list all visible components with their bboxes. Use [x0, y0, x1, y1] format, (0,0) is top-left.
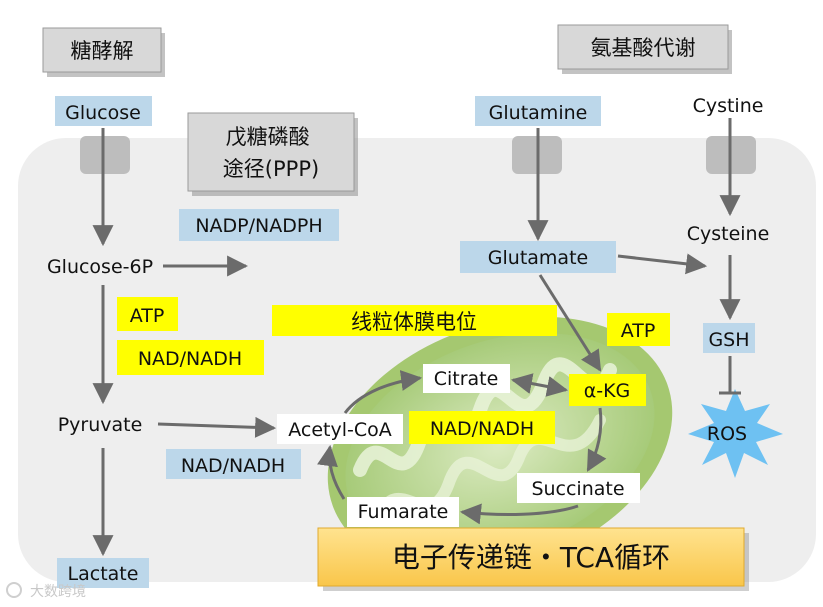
acetyl-coa-label: Acetyl-CoA: [288, 419, 392, 441]
nad-nadh-glycolysis-box: [117, 340, 264, 375]
nadp-nadph-label: NADP/NADPH: [195, 215, 322, 237]
ros-label: ROS: [707, 423, 747, 445]
glutamine-box: [475, 96, 601, 126]
succinate-label: Succinate: [531, 478, 624, 500]
glucose-label: Glucose: [65, 102, 141, 124]
citrate-box: [423, 364, 510, 393]
pyruvate-label: Pyruvate: [58, 414, 143, 436]
watermark-text: 大数跨境: [30, 584, 86, 600]
nad-nadh-tca-label: NAD/NADH: [430, 418, 534, 440]
fumarate-label: Fumarate: [358, 501, 449, 523]
mito-potential-label: 线粒体膜电位: [351, 310, 477, 334]
atp-glycolysis-label: ATP: [130, 305, 165, 327]
nad-nadh-tca-box: [409, 411, 555, 444]
glycolysis-title-box: [42, 27, 162, 73]
gsh-label: GSH: [708, 329, 749, 351]
nad-nadh-pyruvate-box: [166, 449, 301, 479]
alpha-kg-label: α-KG: [584, 380, 631, 402]
glucose-6p-label: Glucose-6P: [47, 256, 153, 278]
atp-glycolysis-box: [117, 297, 178, 331]
amino-acid-title-box: [557, 24, 729, 70]
glutamate-box: [460, 241, 616, 273]
etc-tca-banner: [317, 527, 745, 587]
acetyl-coa-box: [277, 414, 403, 444]
cystine-label: Cystine: [693, 95, 764, 117]
ppp-title-box: [187, 112, 355, 192]
fumarate-box: [347, 497, 459, 527]
glutamine-label: Glutamine: [489, 102, 588, 124]
lactate-label: Lactate: [68, 563, 139, 585]
citrate-label: Citrate: [434, 368, 499, 390]
mito-potential-box: [272, 305, 557, 336]
glucose-transporter: [80, 136, 130, 174]
ppp-title: 戊糖磷酸 途径(PPP): [223, 125, 319, 181]
cysteine-label: Cysteine: [687, 223, 770, 245]
watermark-logo-icon: [6, 582, 22, 598]
lactate-box: [57, 558, 149, 588]
nad-nadh-pyruvate-label: NAD/NADH: [181, 455, 285, 477]
amino-acid-title: 氨基酸代谢: [591, 36, 696, 60]
atp-mito-label: ATP: [621, 320, 656, 342]
pathway-arrows: [92, 118, 741, 557]
succinate-box: [517, 473, 640, 503]
atp-mito-box: [607, 313, 670, 346]
ros-star: [688, 389, 783, 478]
etc-tca-label: 电子传递链・TCA循环: [392, 541, 670, 574]
glucose-box: [55, 96, 152, 126]
alpha-kg-box: [569, 374, 646, 406]
nadp-nadph-box: [179, 209, 339, 241]
watermark: 大数跨境: [6, 582, 86, 600]
nad-nadh-glycolysis-label: NAD/NADH: [138, 348, 242, 370]
glutamate-label: Glutamate: [488, 247, 588, 269]
glycolysis-title: 糖酵解: [71, 39, 134, 63]
gsh-box: [703, 323, 755, 353]
